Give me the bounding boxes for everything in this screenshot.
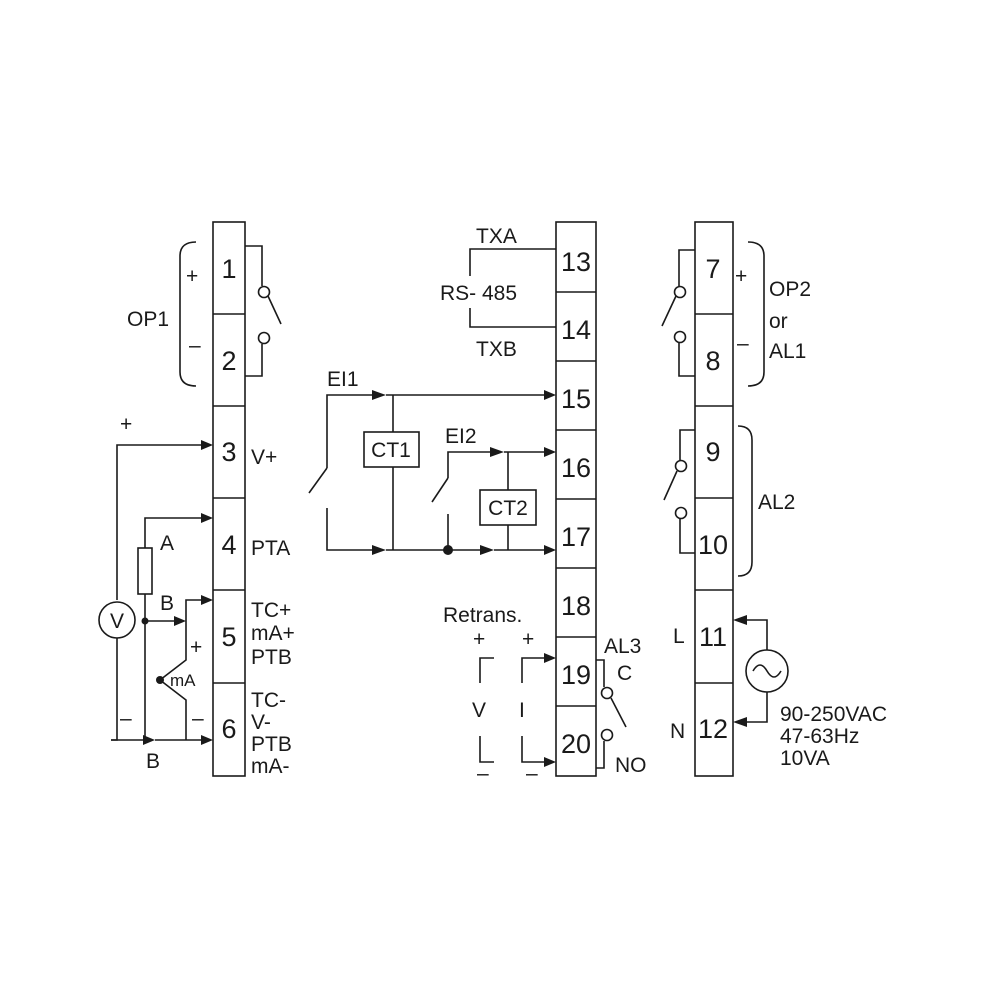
al2-relay-contact: [663, 429, 695, 554]
terminal-12: 12: [698, 714, 728, 744]
op2-minus: –: [737, 332, 749, 355]
terminal-2: 2: [221, 346, 236, 376]
label-rs485: RS- 485: [440, 282, 517, 305]
ct2-box: [479, 489, 537, 526]
label-op2: OP2: [769, 278, 811, 301]
right-terminal-strip: 7 8 9 10 11 12: [694, 221, 734, 777]
terminal-14: 14: [561, 315, 591, 345]
terminal-5: 5: [221, 622, 236, 652]
label-retrans-plus-i: +: [522, 628, 534, 651]
op1-bracket: OP1 + –: [127, 241, 201, 387]
op1-plus: +: [186, 265, 198, 288]
terminal-18: 18: [561, 591, 591, 621]
label-no: NO: [615, 754, 647, 777]
label-or: or: [769, 310, 788, 333]
op2-plus: +: [735, 265, 747, 288]
label-retrans-minus-v: –: [477, 762, 489, 785]
al3-relay-contact: AL3 C NO: [596, 635, 647, 777]
terminal-6: 6: [221, 714, 236, 744]
label-ei1: EI1: [327, 368, 359, 391]
retrans-wiring: Retrans. + + V I – –: [443, 604, 556, 785]
label-retrans-v: V: [472, 699, 486, 722]
label-ma-minus: mA-: [251, 755, 290, 778]
label-ma-plus: mA+: [251, 622, 295, 645]
label-ptb-5: PTB: [251, 646, 292, 669]
terminal-3: 3: [221, 437, 236, 467]
sensor-input-wiring: + V – A B B mA + –: [98, 413, 213, 773]
label-tc-minus: TC-: [251, 689, 286, 712]
label-v-plus: V+: [251, 446, 277, 469]
label-power-frequency: 47-63Hz: [780, 725, 859, 748]
label-v-minus: V-: [251, 711, 271, 734]
label-ptb-6: PTB: [251, 733, 292, 756]
label-ct1: CT1: [371, 439, 411, 462]
al2-bracket: AL2: [737, 425, 795, 577]
terminal-20: 20: [561, 729, 591, 759]
terminal-17: 17: [561, 522, 591, 552]
terminal-4: 4: [221, 530, 236, 560]
terminal-13: 13: [561, 247, 591, 277]
rtd-resistor: [137, 547, 153, 595]
label-power-voltage: 90-250VAC: [780, 703, 887, 726]
terminal-15: 15: [561, 384, 591, 414]
terminal-16: 16: [561, 453, 591, 483]
label-pta: PTA: [251, 537, 290, 560]
label-ei2: EI2: [445, 425, 477, 448]
left-strip-labels: V+ PTA TC+ mA+ PTB TC- V- PTB mA-: [251, 446, 295, 778]
terminal-19: 19: [561, 660, 591, 690]
label-power-rating: 10VA: [780, 747, 830, 770]
sensor-minus: –: [120, 707, 132, 730]
label-ma-plus-sign: +: [190, 636, 202, 659]
power-supply-wiring: L N 90-250VAC 47-63Hz 10VA: [670, 615, 887, 770]
terminal-9: 9: [705, 437, 720, 467]
label-txb: TXB: [476, 338, 517, 361]
label-al1: AL1: [769, 340, 806, 363]
label-c: C: [617, 662, 632, 685]
terminal-11: 11: [699, 622, 727, 652]
label-n: N: [670, 720, 685, 743]
op2-bracket: + – OP2 or AL1: [735, 241, 811, 387]
label-retrans-i: I: [519, 699, 525, 722]
op1-label: OP1: [127, 308, 169, 331]
label-ma: mA: [170, 671, 196, 690]
label-a: A: [160, 532, 174, 555]
op2-relay-contact: [661, 249, 695, 377]
terminal-10: 10: [698, 530, 728, 560]
label-retrans: Retrans.: [443, 604, 522, 627]
label-al2: AL2: [758, 491, 795, 514]
middle-terminal-strip: 13 14 15 16 17 18 19 20: [555, 221, 597, 777]
label-l: L: [673, 625, 685, 648]
event-input-wiring: EI1 CT1 EI2 CT2: [308, 368, 556, 555]
op1-minus: –: [189, 334, 201, 357]
label-b-lower: B: [146, 750, 160, 773]
left-terminal-strip: 1 2 3 4 5 6: [212, 221, 246, 777]
op1-relay-contact: [245, 245, 282, 377]
voltmeter-label: V: [110, 610, 124, 633]
sensor-plus: +: [120, 413, 132, 436]
rs485-wiring: TXA RS- 485 TXB: [440, 225, 556, 361]
terminal-1: 1: [221, 254, 236, 284]
ct1-box: [363, 431, 420, 468]
label-txa: TXA: [476, 225, 517, 248]
label-retrans-minus-i: –: [526, 762, 538, 785]
label-al3: AL3: [604, 635, 641, 658]
terminal-8: 8: [705, 346, 720, 376]
terminal-7: 7: [705, 254, 720, 284]
label-ma-minus-sign: –: [192, 707, 204, 730]
label-b-upper: B: [160, 592, 174, 615]
label-ct2: CT2: [488, 497, 528, 520]
label-tc-plus: TC+: [251, 599, 291, 622]
label-retrans-plus-v: +: [473, 628, 485, 651]
